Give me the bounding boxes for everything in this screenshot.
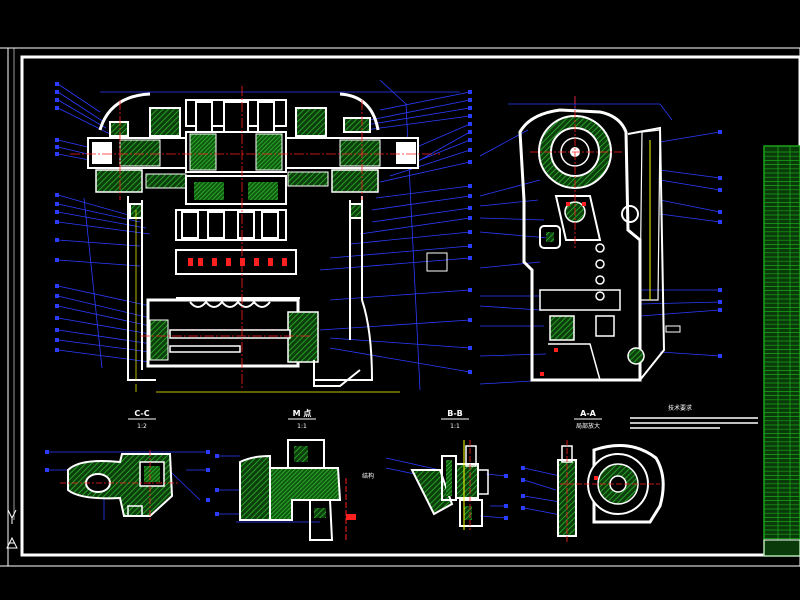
side-view [479, 96, 722, 385]
detail-m-title: M 点 [293, 408, 312, 418]
lower-slide [146, 298, 361, 387]
tech-requirements: 技术要求 [630, 404, 758, 429]
detail-m: M 点 1:1 结构 [215, 408, 374, 541]
reference-square [426, 252, 448, 272]
section-aa-title: A-A [580, 409, 597, 418]
section-aa-scale: 局部放大 [576, 422, 600, 430]
main-shaft [87, 131, 419, 173]
centerlines [70, 86, 440, 390]
frame-body [127, 196, 374, 381]
section-cc-title: C-C [134, 409, 149, 418]
sheet-frame [0, 47, 800, 567]
section-bb: B-B 1:1 [385, 409, 508, 530]
tech-requirements-title: 技术要求 [668, 404, 692, 412]
dimension-lines [135, 210, 400, 393]
title-block-table [763, 145, 800, 557]
section-aa: A-A 局部放大 [521, 409, 665, 542]
margin-marks [6, 509, 18, 549]
section-bb-scale: 1:1 [450, 423, 460, 430]
main-front-view [55, 79, 472, 393]
section-bb-title: B-B [447, 409, 463, 418]
section-cc: C-C 1:2 [45, 409, 210, 520]
leader-markers [55, 82, 472, 374]
dash-row [188, 258, 287, 266]
gear-bands [95, 169, 379, 205]
detail-m-scale: 1:1 [297, 423, 307, 430]
section-cc-scale: 1:2 [137, 423, 147, 430]
left-leader-lines [57, 83, 153, 369]
detail-m-note: 结构 [362, 472, 374, 480]
